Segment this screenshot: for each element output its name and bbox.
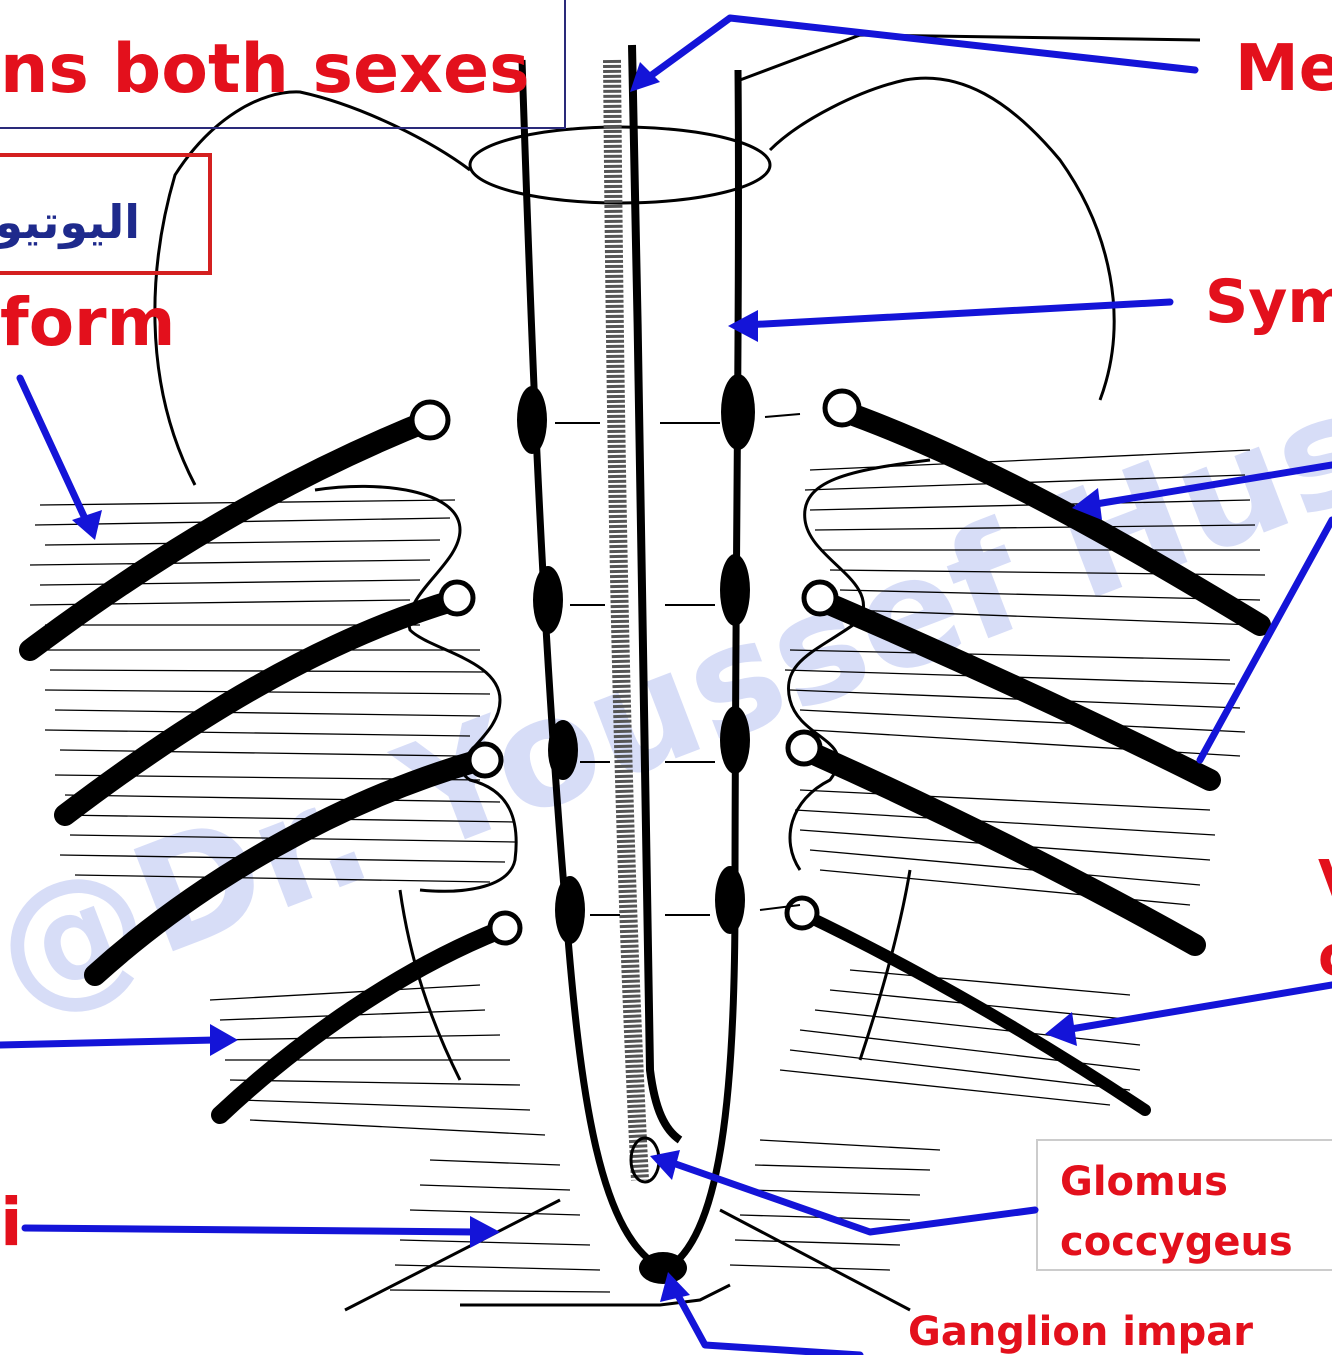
title-box: ns both sexes [0, 0, 565, 128]
glomus-line2: coccygeus [1060, 1219, 1293, 1265]
label-ganglion-impar: Ganglion impar [908, 1309, 1253, 1355]
glomus-line1: Glomus [1060, 1159, 1228, 1205]
label-bottom-left: i [0, 1184, 23, 1261]
label-sympathetic: Sym [1205, 267, 1332, 337]
arabic-box: اليوتيو [0, 155, 210, 273]
arabic-fragment: اليوتيو [0, 195, 140, 249]
glomus-box: Glomus coccygeus [1037, 1140, 1332, 1270]
label-top-right: Me [1235, 32, 1332, 106]
label-left-form: form [0, 284, 175, 361]
label-right-c: c [1318, 924, 1332, 989]
watermark: @Dr. Youssef Hus [0, 358, 1332, 1044]
label-right-v: V [1318, 849, 1332, 914]
title-fragment: ns both sexes [0, 30, 530, 109]
